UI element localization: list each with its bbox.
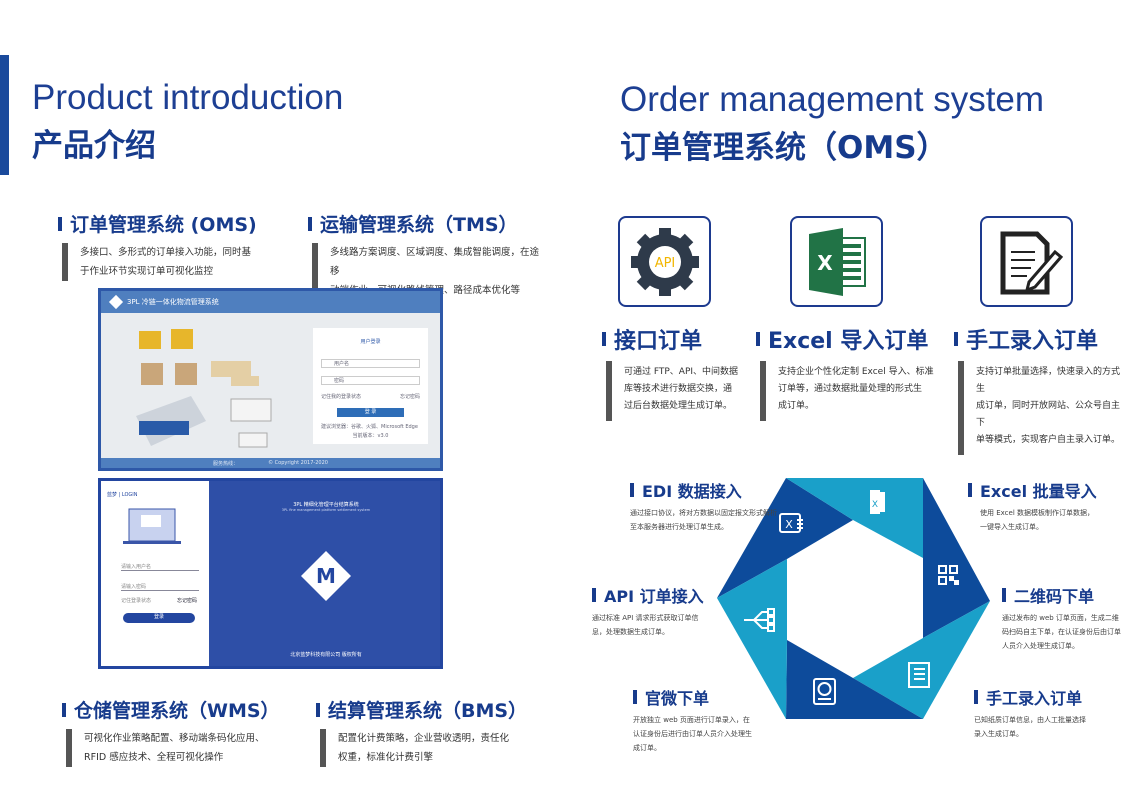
login-button[interactable]: 登录 <box>123 613 195 623</box>
hex-segment-manual <box>853 601 990 719</box>
channel-desc: 通过发布的 web 订单页面，生成二维码扫码自主下单，在认证身份后由订单人员介入… <box>1002 614 1121 650</box>
excel-icon: X <box>870 490 885 514</box>
line: 支持订单批量选择，快速录入的方式生 <box>976 367 1121 394</box>
screenshot-settlement-login: 蓝梦 | LOGIN 请输入用户名 请输入密码 记住登录状态 忘记密码 登录 3… <box>98 478 443 669</box>
login-button[interactable]: 登 录 <box>337 408 404 417</box>
line: RFID 感应技术、全程可视化操作 <box>84 752 224 763</box>
forgot-link[interactable]: 忘记密码 <box>399 394 420 400</box>
laptop-illustration <box>123 508 181 544</box>
app-title: 3PL 精细化管理平台结算系统 <box>293 502 359 508</box>
feature-api-order: 接口订单 可通过 FTP、API、中间数据库等技术进行数据交换，通过后台数据处理… <box>602 323 752 421</box>
password-input[interactable]: 密码 <box>321 376 420 385</box>
app-title: 3PL 冷链一体化物流管理系统 <box>127 298 219 306</box>
section-title: 仓储管理系统（WMS） <box>74 700 280 722</box>
line: 过后台数据处理生成订单。 <box>624 401 733 411</box>
channel-manual: 手工录入订单已知纸质订单信息，由人工批量选择录入生成订单。 <box>974 685 1089 741</box>
section-wms: 仓储管理系统（WMS） 可视化作业策略配置、移动端条码化应用、 RFID 感应技术… <box>62 696 302 767</box>
oms-title-cn: 订单管理系统（OMS） <box>620 130 948 166</box>
page-title-en: Product introduction <box>32 78 344 117</box>
brand: 蓝梦 | LOGIN <box>107 492 138 498</box>
qr-code-icon <box>938 565 959 585</box>
channel-title: EDI 数据接入 <box>642 482 742 501</box>
feature-title: Excel 导入订单 <box>768 329 929 354</box>
copyright: 北京蓝梦科技有限公司 版权所有 <box>290 652 362 658</box>
channel-desc: 使用 Excel 数据模板制作订单数据，一键导入生成订单。 <box>980 509 1094 531</box>
remember-checkbox[interactable]: 记住我的登录状态 <box>321 394 362 400</box>
line: 单等模式，实现客户自主录入订单。 <box>976 435 1121 445</box>
edi-file-icon: X <box>779 513 803 533</box>
login-title: 用户登录 <box>360 339 381 345</box>
channel-edi: EDI 数据接入通过接口协议，将对方数据以固定报文形式解析至本服务器进行处理订单… <box>630 478 780 534</box>
line: 于作业环节实现订单可视化监控 <box>80 266 214 277</box>
channel-excel: Excel 批量导入使用 Excel 数据模板制作订单数据，一键导入生成订单。 <box>968 478 1098 534</box>
channel-api: API 订单接入通过标准 API 请求形式获取订单信息，处理数据生成订单。 <box>592 583 712 639</box>
manual-entry-icon <box>980 216 1073 307</box>
channel-title: API 订单接入 <box>604 587 704 606</box>
excel-icon: X <box>790 216 883 307</box>
remember-checkbox[interactable]: 记住登录状态 <box>121 598 152 604</box>
channel-desc: 开放独立 web 页面进行订单录入，在认证身份后进行由订单人员介入处理生成订单。 <box>633 716 752 752</box>
line: 多接口、多形式的订单接入功能，同时基 <box>80 247 252 258</box>
channel-qrcode: 二维码下单通过发布的 web 订单页面，生成二维码扫码自主下单，在认证身份后由订… <box>1002 583 1124 653</box>
channel-desc: 已知纸质订单信息，由人工批量选择录入生成订单。 <box>974 716 1086 738</box>
channel-desc: 通过接口协议，将对方数据以固定报文形式解析至本服务器进行处理订单生成。 <box>630 509 777 531</box>
feature-title: 手工录入订单 <box>966 329 1099 354</box>
line: 成订单，同时开放网站、公众号自主下 <box>976 401 1121 428</box>
hex-segment-api <box>717 559 787 719</box>
feature-title: 接口订单 <box>614 329 703 354</box>
hex-segment-excel <box>786 478 923 558</box>
globe-passport-icon <box>813 678 836 705</box>
scroll-document-icon <box>908 662 930 688</box>
footer-copyright: © Copyright 2017-2020 <box>268 460 328 466</box>
line: 权重，标准化计费引擎 <box>338 752 434 763</box>
section-oms: 订单管理系统 (OMS) 多接口、多形式的订单接入功能，同时基于作业环节实现订单… <box>58 210 298 281</box>
footer-hotline: 服务热线： <box>213 460 239 467</box>
channel-desc: 通过标准 API 请求形式获取订单信息，处理数据生成订单。 <box>592 614 699 636</box>
line: 库等技术进行数据交换，通 <box>624 384 733 394</box>
screenshot-cold-chain-login: 3PL 冷链一体化物流管理系统 用户登录 用户名 密码 记住我的登录状态 忘记密码… <box>98 288 443 471</box>
app-subtitle: 3PL fine management platform settlement … <box>281 508 371 512</box>
login-panel: 用户登录 用户名 密码 记住我的登录状态 忘记密码 登 录 建议浏览器：谷歌、火狐… <box>313 328 428 444</box>
username-input[interactable]: 请输入用户名 <box>121 563 199 571</box>
flow-tree-icon <box>744 608 775 632</box>
line: 支持企业个性化定制 Excel 导入、标准 <box>778 367 934 377</box>
line: 多线路方案调度、区域调度、集成智能调度，在途移 <box>330 247 540 277</box>
feature-excel-order: Excel 导入订单 支持企业个性化定制 Excel 导入、标准订单等，通过数据… <box>756 323 936 421</box>
line: 订单等，通过数据批量处理的形式生 <box>778 384 923 394</box>
section-bms: 结算管理系统（BMS） 配置化计费策略，企业营收透明，责任化权重，标准化计费引擎 <box>316 696 546 767</box>
oms-title-en: Order management system <box>620 80 1045 119</box>
svg-text:X: X <box>785 518 793 531</box>
section-title: 订单管理系统 (OMS) <box>70 214 257 236</box>
accent-bar <box>0 55 9 175</box>
username-input[interactable]: 用户名 <box>321 359 420 368</box>
version: 当前版本：v3.0 <box>352 433 389 439</box>
channel-wechat: 官微下单开放独立 web 页面进行订单录入，在认证身份后进行由订单人员介入处理生… <box>633 685 755 755</box>
channel-title: 官微下单 <box>645 689 710 708</box>
svg-text:X: X <box>872 500 878 510</box>
login-panel: 蓝梦 | LOGIN 请输入用户名 请输入密码 记住登录状态 忘记密码 登录 <box>101 481 209 666</box>
svg-text:API: API <box>654 256 675 271</box>
section-title: 运输管理系统（TMS） <box>320 214 518 236</box>
line: 配置化计费策略，企业营收透明，责任化 <box>338 733 510 744</box>
svg-text:X: X <box>817 251 833 275</box>
forgot-link[interactable]: 忘记密码 <box>177 598 198 604</box>
line: 成订单。 <box>778 401 815 411</box>
hex-segment-edi <box>717 478 853 598</box>
hex-segment-qrcode <box>923 478 990 638</box>
channel-title: Excel 批量导入 <box>980 482 1097 501</box>
warehouse-illustration <box>136 329 272 448</box>
channel-title: 二维码下单 <box>1014 587 1095 606</box>
page-title-cn: 产品介绍 <box>32 128 156 164</box>
m-logo-icon: M <box>301 551 351 601</box>
line: 可通过 FTP、API、中间数据 <box>624 367 739 377</box>
svg-text:M: M <box>316 564 336 588</box>
browser-hint: 建议浏览器：谷歌、火狐、Microsoft Edge <box>321 424 418 430</box>
section-title: 结算管理系统（BMS） <box>328 700 528 722</box>
line: 可视化作业策略配置、移动端条码化应用、 <box>84 733 265 744</box>
feature-manual-order: 手工录入订单 支持订单批量选择，快速录入的方式生成订单，同时开放网站、公众号自主… <box>954 323 1124 455</box>
api-gear-icon: API <box>618 216 711 307</box>
channel-title: 手工录入订单 <box>986 689 1083 708</box>
password-input[interactable]: 请输入密码 <box>121 583 199 591</box>
